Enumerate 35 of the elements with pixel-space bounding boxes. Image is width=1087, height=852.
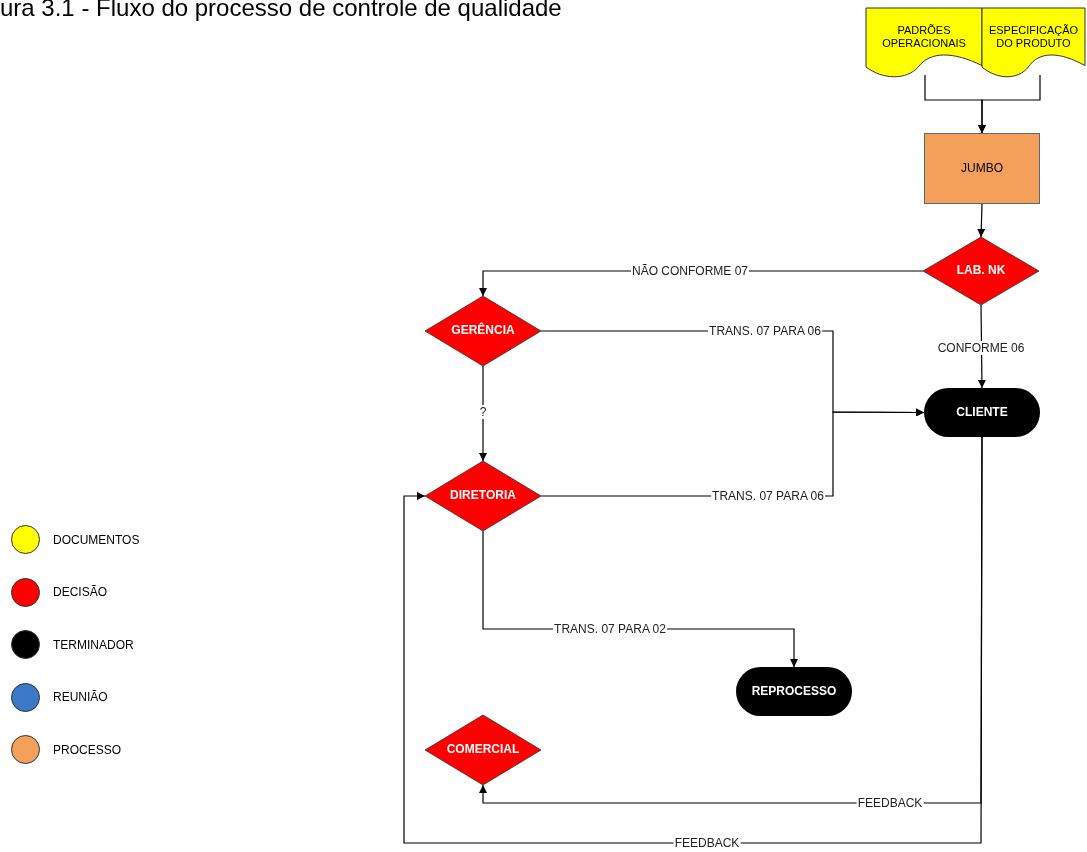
legend-label: REUNIÃO bbox=[53, 690, 108, 704]
node-label: LAB. NK bbox=[956, 264, 1006, 278]
legend-label: DECISÃO bbox=[53, 585, 107, 599]
node-label: REPROCESSO bbox=[751, 684, 837, 699]
decision-diamond bbox=[425, 715, 541, 785]
edge-label: TRANS. 07 PARA 06 bbox=[708, 324, 822, 338]
process-box bbox=[924, 133, 1040, 204]
node-label: CLIENTE bbox=[956, 405, 1008, 420]
connector-arrow bbox=[479, 365, 487, 462]
document-shape bbox=[982, 8, 1085, 80]
decision-diamond bbox=[425, 296, 541, 366]
connector-arrow bbox=[403, 436, 983, 844]
legend-label: TERMINADOR bbox=[53, 637, 134, 652]
terminator-shape bbox=[736, 667, 852, 716]
node-label: COMERCIAL bbox=[446, 743, 520, 757]
legend-label: DOCUMENTOS bbox=[53, 532, 140, 547]
edge-label: FEEDBACK bbox=[856, 796, 924, 810]
node-label: GERÊNCIA bbox=[451, 324, 515, 338]
connector-arrow bbox=[977, 203, 986, 238]
decision-diamond bbox=[425, 461, 541, 531]
edge-label: CONFORME 06 bbox=[936, 341, 1026, 355]
edge-label: FEEDBACK bbox=[673, 836, 741, 850]
node-label: DIRETORIA bbox=[450, 489, 516, 503]
node-label: PADRÕES OPERACIONAIS bbox=[881, 24, 967, 50]
decision-diamond bbox=[923, 237, 1039, 305]
connector-arrow bbox=[978, 74, 1041, 134]
legend-label: PROCESSO bbox=[53, 742, 121, 757]
document-shape bbox=[866, 8, 982, 80]
edge-label: ? bbox=[478, 405, 488, 419]
node-label: ESPECIFICAÇÃO DO PRODUTO bbox=[987, 24, 1080, 50]
node-label: JUMBO bbox=[961, 161, 1003, 176]
edge-label: NÃO CONFORME 07 bbox=[631, 264, 749, 278]
edge-label: TRANS. 07 PARA 06 bbox=[711, 489, 825, 503]
edge-label: TRANS. 07 PARA 02 bbox=[553, 622, 667, 636]
terminator-shape bbox=[924, 388, 1040, 437]
